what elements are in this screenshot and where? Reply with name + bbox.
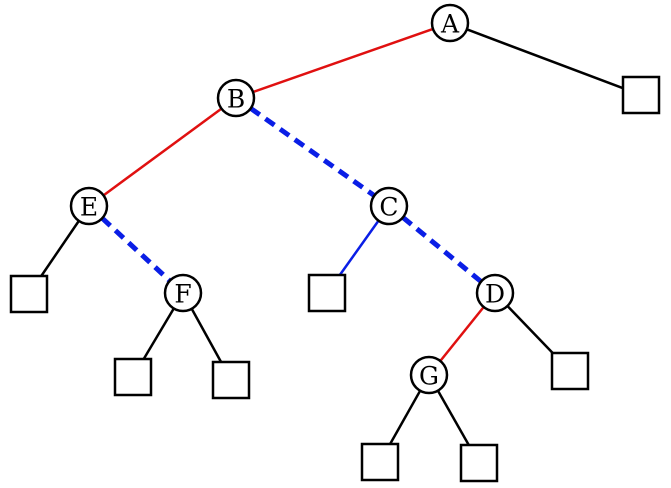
leaf-g-left: [360, 442, 400, 482]
node-circle: [69, 186, 109, 226]
leaf-d: [550, 351, 590, 391]
node-circle: [430, 3, 470, 43]
node-label: G: [419, 362, 439, 391]
edge-e-leaf-e: [40, 220, 80, 277]
edge-f-leaf-f-left: [142, 307, 175, 360]
edge-c-d: [401, 215, 483, 284]
node-d: D: [475, 273, 515, 313]
node-circle: [163, 273, 203, 313]
leaf-c: [307, 273, 347, 313]
node-label: B: [227, 85, 245, 114]
node-a: A: [430, 3, 470, 43]
node-g: G: [409, 355, 449, 395]
node-e: E: [69, 186, 109, 226]
node-label: C: [379, 193, 398, 222]
edge-b-e: [102, 107, 223, 197]
edges-layer: [40, 27, 624, 446]
edge-b-c: [249, 106, 376, 198]
edge-f-leaf-f-right: [190, 308, 223, 363]
leaf-a: [621, 75, 661, 115]
edge-g-leaf-g-left: [389, 390, 422, 445]
node-b: B: [216, 78, 256, 118]
leaf-f-right: [211, 360, 251, 400]
node-circle: [475, 273, 515, 313]
node-label: E: [80, 193, 98, 222]
edge-d-g: [439, 306, 485, 362]
leaf-g-right: [459, 443, 499, 483]
node-label: D: [485, 280, 505, 309]
edge-a-b: [252, 27, 434, 94]
edge-e-f: [100, 216, 172, 283]
node-circle: [216, 78, 256, 118]
node-label: A: [440, 10, 460, 39]
leaf-e: [9, 274, 49, 314]
edge-g-leaf-g-right: [436, 390, 470, 446]
edge-d-leaf-d: [506, 305, 554, 354]
node-label: F: [174, 280, 191, 309]
edge-a-leaf-a: [466, 28, 624, 90]
edge-c-leaf-c: [338, 219, 380, 276]
leaves-layer: [9, 75, 661, 483]
nodes-layer: A B C D E F G: [69, 3, 515, 395]
node-circle: [369, 186, 409, 226]
node-circle: [409, 355, 449, 395]
leaf-f-left: [113, 357, 153, 397]
node-f: F: [163, 273, 203, 313]
node-c: C: [369, 186, 409, 226]
